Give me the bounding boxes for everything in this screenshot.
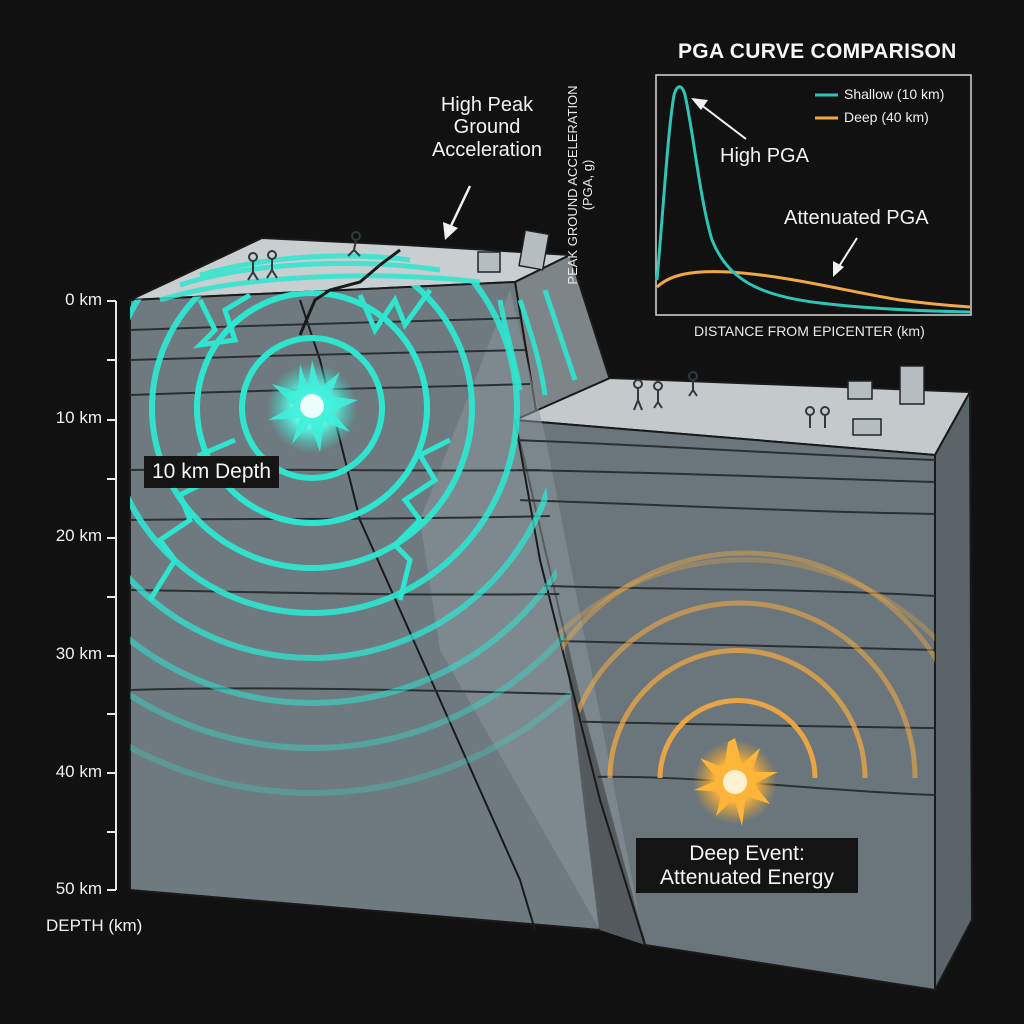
house-icon xyxy=(477,251,501,273)
person-icon xyxy=(805,406,815,428)
building-icon xyxy=(899,365,925,405)
annotation-attenuated-pga: Attenuated PGA xyxy=(784,207,929,229)
person-icon xyxy=(688,371,698,397)
legend-deep: Deep (40 km) xyxy=(844,109,929,125)
high-pga-callout-line1: High Peak xyxy=(440,94,534,116)
person-icon xyxy=(347,231,361,257)
depth-tick-10: 10 km xyxy=(55,408,102,427)
depth-tick-20: 20 km xyxy=(55,526,102,545)
chart-x-axis-label: DISTANCE FROM EPICENTER (km) xyxy=(694,323,925,339)
person-icon xyxy=(266,250,278,279)
depth-tick-30: 30 km xyxy=(55,644,102,663)
high-pga-callout: High Peak Ground Acceleration xyxy=(412,94,562,161)
deep-event-label: Deep Event: Attenuated Energy xyxy=(636,838,858,894)
pga-chart xyxy=(655,74,972,316)
person-icon xyxy=(820,406,830,428)
chart-y-axis-label-line2: (PGA, g) xyxy=(579,159,595,211)
person-icon xyxy=(633,379,643,411)
chart-y-axis-label: PEAK GROUND ACCELERATION (PGA, g) xyxy=(565,65,596,305)
high-pga-callout-line2: Ground xyxy=(453,116,521,139)
deep-event-label-line2: Attenuated Energy xyxy=(660,865,834,889)
depth-axis xyxy=(107,300,117,891)
depth-axis-title: DEPTH (km) xyxy=(46,916,143,935)
depth-tick-0: 0 km xyxy=(65,290,102,309)
building-icon xyxy=(518,229,550,271)
chart-y-axis-label-line1: PEAK GROUND ACCELERATION xyxy=(565,85,580,285)
legend-shallow: Shallow (10 km) xyxy=(844,86,945,102)
chart-title: PGA CURVE COMPARISON xyxy=(678,40,957,63)
deep-event-label-line1: Deep Event: xyxy=(689,842,805,865)
person-icon xyxy=(653,381,663,409)
depth-tick-50: 50 km xyxy=(55,879,102,898)
shallow-event-label: 10 km Depth xyxy=(144,456,280,488)
callout-arrow xyxy=(443,185,472,240)
depth-tick-40: 40 km xyxy=(55,762,102,781)
house-icon xyxy=(852,418,882,436)
annotation-high-pga: High PGA xyxy=(720,145,809,167)
person-icon xyxy=(247,252,259,281)
high-pga-callout-line3: Acceleration xyxy=(431,138,543,161)
house-icon xyxy=(847,380,873,400)
